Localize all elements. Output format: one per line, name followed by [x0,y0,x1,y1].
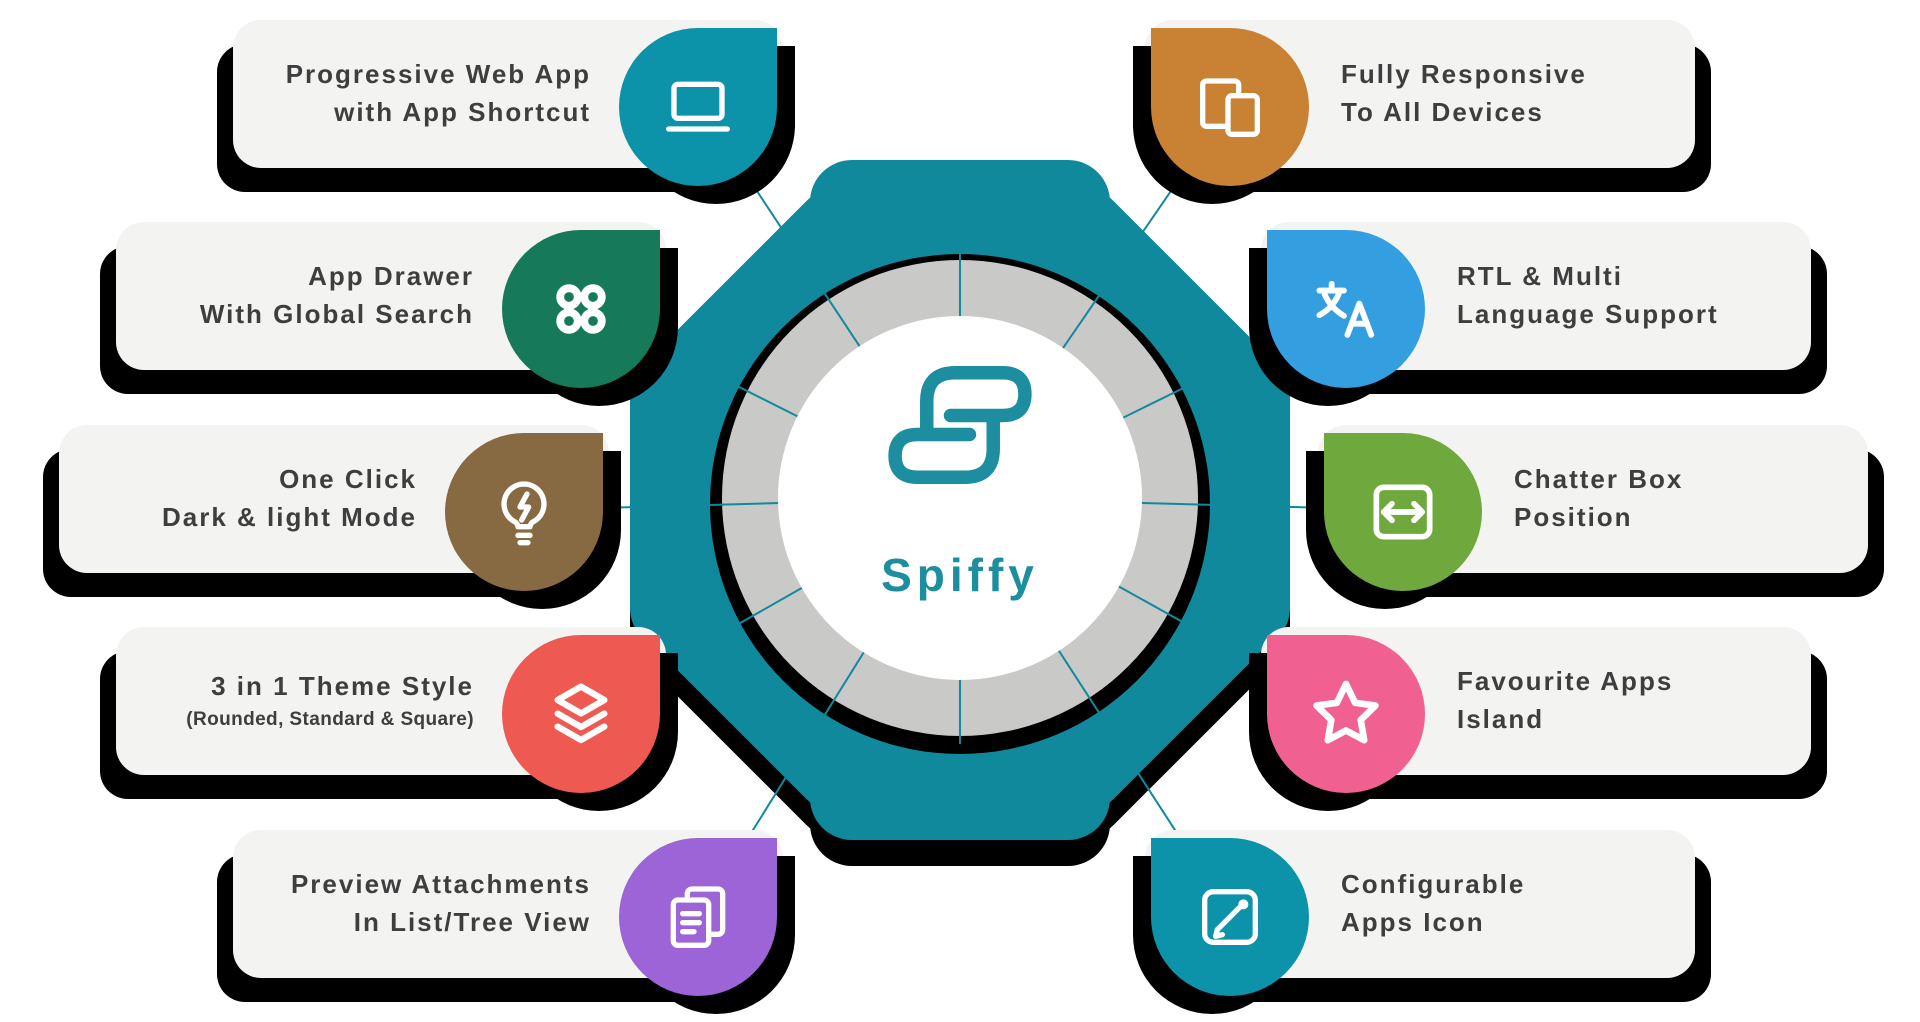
translate-icon [1267,230,1425,388]
feature-line: RTL & Multi [1457,261,1623,292]
devices-icon [1151,28,1309,186]
feature-line: Position [1514,502,1633,532]
feature-line: Island [1457,704,1545,734]
feature-card-fully-responsive: Fully Responsive To All Devices [1145,20,1695,186]
feature-line: One Click [279,464,417,495]
layers-icon [502,635,660,793]
feature-line: Configurable [1341,869,1526,900]
feature-line: With Global Search [199,299,474,329]
app-drawer-icon [502,230,660,388]
feature-card-text: Preview Attachments In List/Tree View [233,866,783,941]
feature-line: with App Shortcut [334,97,591,127]
center-disc [778,316,1142,680]
feature-card-theme-style: 3 in 1 Theme Style (Rounded, Standard & S… [116,627,666,793]
documents-icon [619,838,777,996]
bulb-icon [445,433,603,591]
feature-line: Chatter Box [1514,464,1684,495]
feature-line: (Rounded, Standard & Square) [186,709,474,731]
laptop-icon [619,28,777,186]
feature-line: Language Support [1457,299,1719,329]
feature-line: Favourite Apps [1457,666,1674,697]
configure-icon [1151,838,1309,996]
feature-line: Apps Icon [1341,907,1485,937]
feature-line: Preview Attachments [290,869,591,900]
feature-line: Dark & light Mode [161,502,417,532]
feature-card-text: 3 in 1 Theme Style (Rounded, Standard & S… [116,668,666,733]
feature-line: Progressive Web App [285,59,591,90]
feature-card-text: Fully Responsive To All Devices [1145,56,1695,131]
feature-card-text: Progressive Web App with App Shortcut [233,56,783,131]
feature-line: App Drawer [308,261,474,292]
feature-line: Fully Responsive [1341,59,1587,90]
feature-card-preview-attachments: Preview Attachments In List/Tree View [233,830,783,996]
chatter-icon [1324,433,1482,591]
star-icon [1267,635,1425,793]
feature-line: In List/Tree View [353,907,591,937]
feature-card-pwa: Progressive Web App with App Shortcut [233,20,783,186]
feature-line: 3 in 1 Theme Style [211,671,474,702]
feature-line: To All Devices [1341,97,1544,127]
